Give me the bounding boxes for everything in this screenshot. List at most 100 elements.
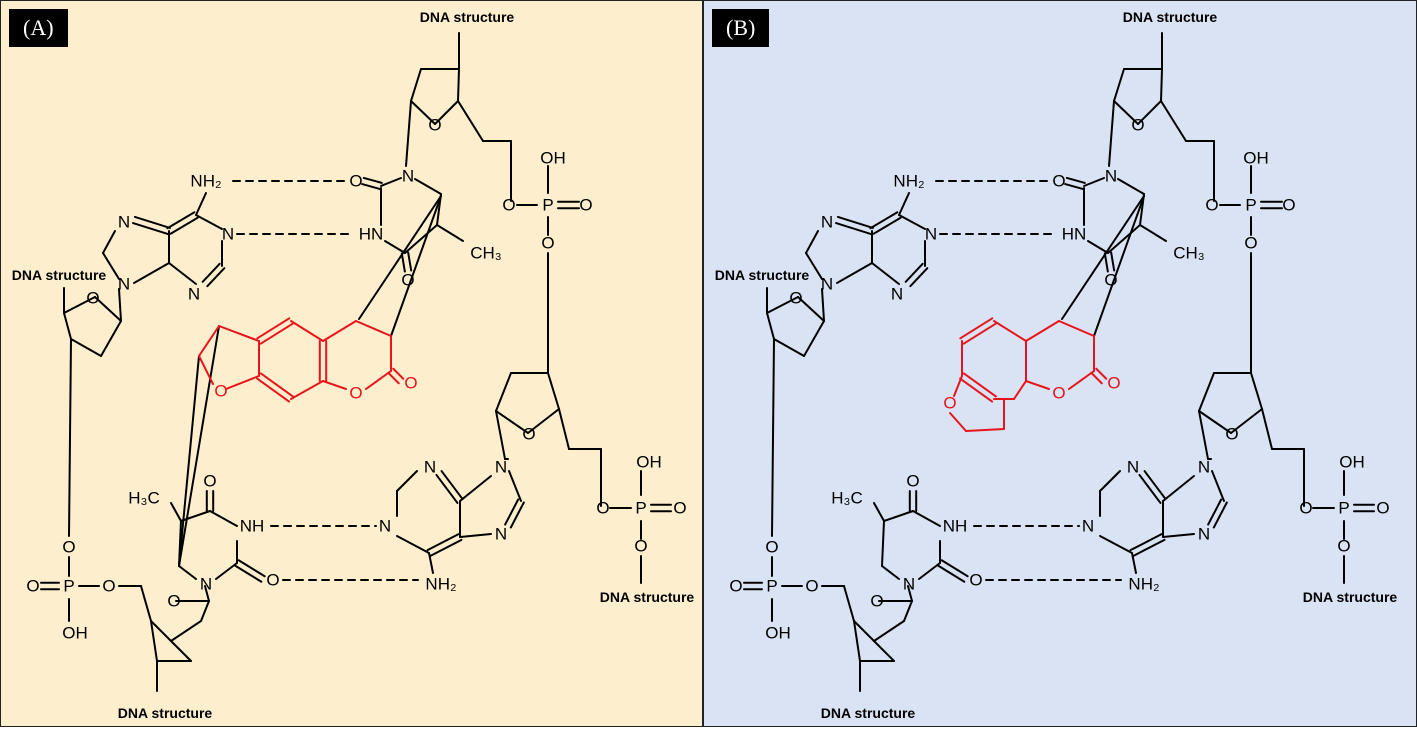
bond-108: [993, 320, 1027, 342]
bond-122: [256, 377, 291, 403]
atom-oh: OH: [1243, 149, 1269, 168]
bond-17: [1198, 372, 1215, 412]
bond-3: [1113, 100, 1139, 125]
atom-o: O: [86, 289, 99, 308]
bond-52: [132, 222, 170, 236]
atom-oh: OH: [1339, 453, 1365, 472]
bond-129: [392, 367, 405, 380]
atom-p: P: [1245, 196, 1256, 215]
bond-36: [1103, 252, 1109, 273]
bond-38: [414, 178, 442, 195]
atom-n: N: [424, 458, 436, 477]
bond-45: [169, 216, 199, 235]
bond-49: [904, 262, 924, 283]
atom-nh2: NH₂: [425, 575, 456, 594]
atom-o: O: [1104, 271, 1117, 290]
bond-95: [426, 533, 460, 552]
bond-32: [1065, 176, 1086, 184]
bond-128: [387, 372, 400, 385]
bond-60: [803, 320, 825, 357]
bond-110: [1013, 380, 1027, 400]
atom-o: O: [1052, 384, 1065, 403]
bond-107: [390, 195, 442, 337]
bond-127: [322, 380, 347, 390]
bond-117: [1025, 320, 1060, 342]
atom-o: O: [349, 384, 362, 403]
bond-121: [259, 372, 294, 398]
bond-37: [407, 251, 413, 272]
bond-7: [1160, 100, 1187, 142]
atom-o: O: [541, 234, 554, 253]
bond-4: [434, 100, 459, 125]
atom-hn: HN: [1062, 225, 1087, 244]
bond-2: [410, 68, 422, 102]
bond-20: [547, 372, 560, 410]
bond-124: [355, 320, 392, 337]
bond-104: [1131, 552, 1137, 574]
bond-91: [396, 470, 418, 492]
bond-5: [457, 68, 460, 102]
bond-70: [843, 585, 855, 622]
atom-n: N: [200, 575, 212, 594]
panel-a-label: (A): [9, 9, 68, 47]
bond-79: [150, 620, 158, 662]
bond-114: [198, 325, 220, 357]
atom-o: O: [26, 577, 39, 596]
bond-87: [237, 559, 266, 578]
atom-o: O: [1337, 537, 1350, 556]
bond-59: [94, 296, 122, 322]
bond-94: [1132, 538, 1166, 557]
atom-o: O: [673, 499, 686, 518]
bond-53: [102, 230, 116, 254]
bond-106: [1061, 195, 1145, 320]
bond-75: [907, 585, 913, 602]
bond-126: [965, 428, 1005, 432]
atom-n: N: [821, 275, 833, 294]
atom-o: O: [729, 577, 742, 596]
bond-115: [259, 322, 294, 345]
bond-112: [225, 375, 260, 390]
atom-p: P: [63, 577, 74, 596]
bond-61: [70, 338, 102, 357]
atom-nh: NH: [943, 517, 968, 536]
bond-87: [940, 559, 969, 578]
atom-ch3: CH₃: [1173, 244, 1204, 263]
bond-22: [558, 408, 570, 450]
bond-36: [400, 252, 406, 273]
bond-17: [495, 372, 512, 412]
bond-77: [873, 640, 895, 662]
atom-o: O: [1052, 172, 1065, 191]
bond-103: [459, 533, 492, 538]
bond-120: [290, 380, 324, 400]
bond-126: [365, 370, 392, 390]
atom-nh2: NH₂: [893, 172, 924, 191]
atom-o: O: [1205, 196, 1218, 215]
atom-o: O: [102, 577, 115, 596]
bond-55: [836, 262, 873, 284]
bond-117: [290, 320, 324, 342]
bond-102: [509, 501, 525, 529]
bond-123: [322, 320, 357, 342]
atom-o: O: [502, 196, 515, 215]
bond-58: [63, 296, 96, 314]
bond-19: [527, 408, 560, 434]
atom-o: O: [1282, 196, 1295, 215]
bond-99: [459, 475, 492, 502]
bond-70: [140, 585, 152, 622]
bond-100: [1211, 470, 1225, 502]
bond-51: [133, 215, 171, 229]
bond-83: [180, 510, 211, 522]
bond-73: [200, 600, 210, 622]
bond-3: [410, 100, 436, 125]
atom-o: O: [1225, 425, 1238, 444]
bond-58: [766, 296, 799, 314]
bond-124: [953, 375, 963, 397]
bond-125: [949, 412, 967, 432]
bond-104: [428, 552, 434, 574]
atom-o: O: [906, 472, 919, 491]
bond-55: [133, 262, 170, 284]
dna-structure-label: DNA structure: [1123, 9, 1218, 25]
atom-n: N: [379, 517, 391, 536]
bond-109: [178, 355, 200, 567]
